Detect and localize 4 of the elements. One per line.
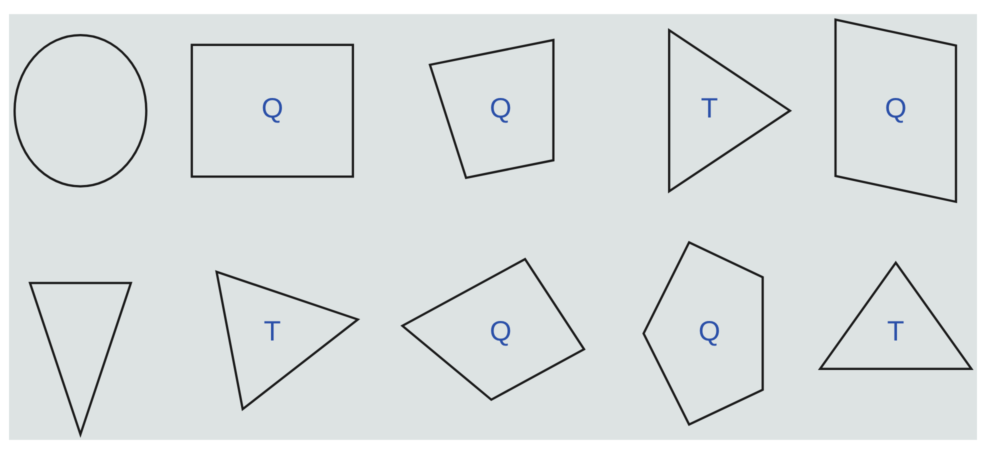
node-box: Q: [834, 18, 957, 204]
node-triangle: [28, 282, 132, 438]
node-box: Q: [190, 44, 354, 178]
node-circle: [12, 34, 147, 188]
